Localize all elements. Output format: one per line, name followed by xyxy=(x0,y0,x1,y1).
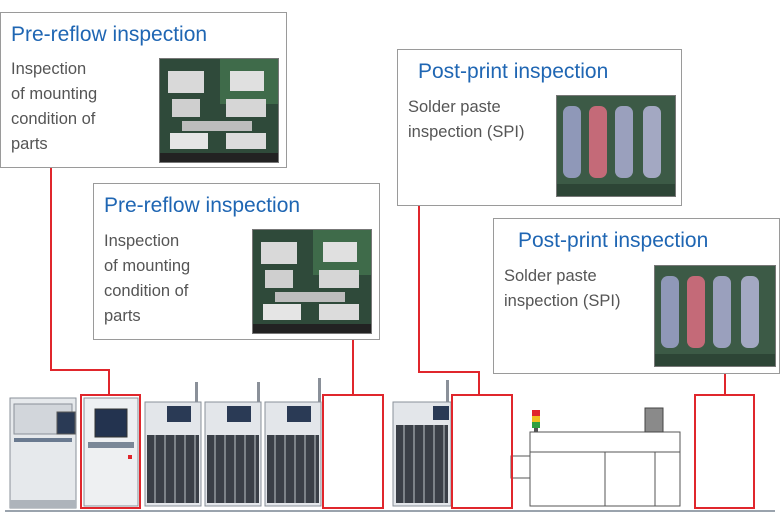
reflow-oven xyxy=(510,407,681,507)
solder-paste-photo-icon xyxy=(556,95,676,197)
connector-line-3-vertical xyxy=(418,205,420,373)
card-description: Inspection of mounting condition of part… xyxy=(104,232,191,325)
card-description: Solder paste inspection (SPI) xyxy=(504,267,621,310)
chip-mounter-4 xyxy=(392,380,452,507)
connector-line-4-vertical xyxy=(724,374,726,395)
highlight-box-pre-reflow-2 xyxy=(322,394,384,509)
connector-line-1-vertical xyxy=(50,168,52,371)
connector-line-1-drop xyxy=(108,369,110,395)
pcb-component-photo-icon xyxy=(159,58,279,163)
connector-line-2-vertical xyxy=(352,340,354,395)
screen-printer-machine xyxy=(9,397,77,509)
connector-line-3-horizontal xyxy=(418,371,480,373)
card-title: Pre-reflow inspection xyxy=(11,23,208,46)
chip-mounter-2 xyxy=(204,382,262,507)
card-description: Solder paste inspection (SPI) xyxy=(408,98,525,141)
card-title: Post-print inspection xyxy=(418,60,609,83)
card-title: Post-print inspection xyxy=(518,229,709,252)
inspection-card-pre-reflow-2: Pre-reflow inspection Inspection of moun… xyxy=(93,183,380,340)
pcb-component-photo-icon xyxy=(252,229,372,334)
highlight-box-pre-reflow-1 xyxy=(80,394,141,509)
connector-line-1-horizontal xyxy=(50,369,110,371)
highlight-box-post-print-2 xyxy=(694,394,755,509)
inspection-card-post-print-1: Post-print inspection Solder paste inspe… xyxy=(397,49,682,206)
inspection-card-pre-reflow-1: Pre-reflow inspection Inspection of moun… xyxy=(0,12,287,168)
connector-line-3-drop xyxy=(478,371,480,395)
aoi-machine-1 xyxy=(83,397,139,507)
card-title: Pre-reflow inspection xyxy=(104,194,301,217)
chip-mounter-3 xyxy=(264,378,322,507)
highlight-box-post-print-1 xyxy=(451,394,513,509)
card-description: Inspection of mounting condition of part… xyxy=(11,60,98,153)
chip-mounter-1 xyxy=(144,382,202,507)
solder-paste-photo-icon xyxy=(654,265,776,367)
inspection-card-post-print-2: Post-print inspection Solder paste inspe… xyxy=(493,218,780,374)
